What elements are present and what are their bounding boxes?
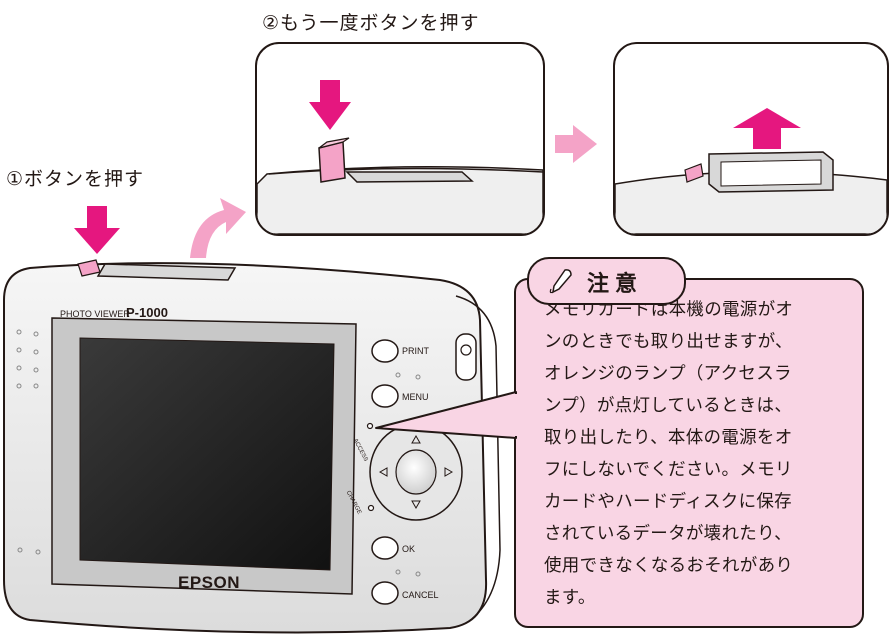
step1-label: ①ボタンを押す [6,168,145,190]
down-arrow-icon [309,80,351,130]
step2-detail-panel [255,42,545,236]
print-button-label: PRINT [402,346,429,356]
caution-header: 注意 [527,257,686,305]
card-ejected-panel [613,42,889,236]
callout-pointer [375,391,519,439]
cancel-button-label: CANCEL [402,590,439,600]
button-pressed-icon [318,137,350,183]
press-again-illustration [257,80,543,234]
pencil-icon [549,269,572,294]
dpad [369,423,463,521]
menu-button-label: MENU [402,392,429,402]
model-name: P-1000 [126,305,168,320]
caution-title: 注意 [587,272,644,297]
step2-label: ②もう一度ボタンを押す [262,12,480,34]
caution-body: メモリカードは本機の電源がオ ンのときでも取り出せますが、 オレンジのランプ（ア… [544,300,794,608]
ok-button-label: OK [402,544,416,554]
photo-viewer-device [3,259,501,634]
right-arrow-icon [555,125,597,163]
ok-button [372,537,398,559]
cancel-button [372,582,398,604]
memory-card-icon [708,151,834,193]
caution-box: メモリカードは本機の電源がオ ンのときでも取り出せますが、 オレンジのランプ（ア… [514,278,864,628]
up-arrow-icon [733,108,801,149]
model-prefix: PHOTO VIEWER [60,309,130,319]
press-down-arrow-icon [74,206,120,254]
print-button [372,340,398,362]
card-ejected-illustration [615,108,887,234]
brand-logo: EPSON [178,573,241,592]
curved-arrow-icon [190,198,246,258]
